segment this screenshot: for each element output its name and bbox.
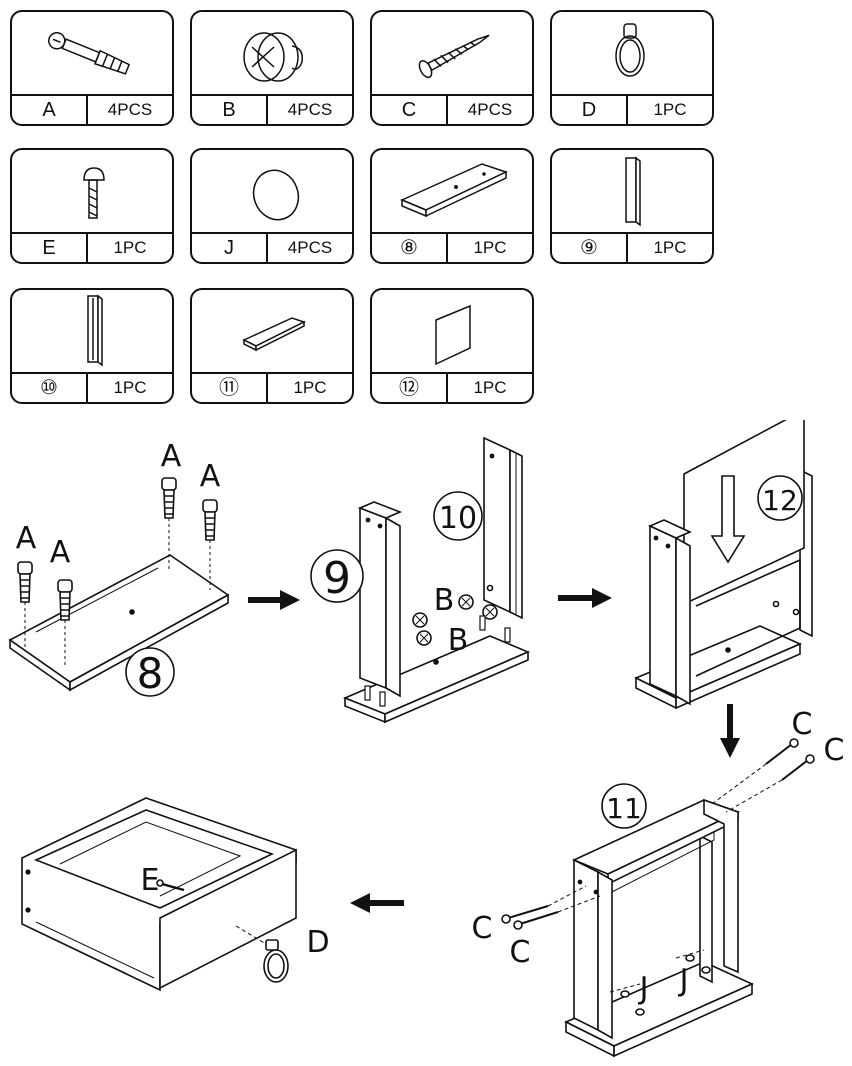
wood-screw xyxy=(781,754,815,781)
step4-callout-j: J xyxy=(678,963,689,998)
wood-screw xyxy=(513,911,559,930)
part-letter: B xyxy=(192,96,268,124)
part-card-e: E 1PC xyxy=(10,148,174,264)
part-letter: ⑫ xyxy=(372,374,448,402)
part-qty: 1PC xyxy=(653,100,687,119)
back-panel-icon xyxy=(435,304,471,366)
step5-callout-d: D xyxy=(306,925,329,960)
step3-panel-number: 12 xyxy=(762,484,798,517)
knob-screw xyxy=(156,879,185,892)
part-qty: 1PC xyxy=(653,238,687,257)
cam-dowel xyxy=(202,499,218,541)
felt-pad xyxy=(620,990,630,998)
arrow-right-icon xyxy=(248,590,300,610)
step1-callout-a: A xyxy=(50,535,71,570)
part-letter: ⑩ xyxy=(12,374,88,402)
part-qty: 1PC xyxy=(473,238,507,257)
part-qty: 4PCS xyxy=(287,100,333,119)
part-card-a: A 4PCS xyxy=(10,10,174,126)
side-panel-9 xyxy=(357,501,403,698)
ring-pull-icon xyxy=(615,23,645,77)
part-qty: 1PC xyxy=(293,378,327,397)
wood-screw-icon xyxy=(418,34,490,79)
part-card-b: B 4PCS xyxy=(190,10,354,126)
part-letter: E xyxy=(12,234,88,262)
step-3 xyxy=(634,420,813,710)
part-qty: 4PCS xyxy=(107,100,153,119)
step-1 xyxy=(8,477,230,697)
part-letter: J xyxy=(192,234,268,262)
part-card-8: ⑧ 1PC xyxy=(370,148,534,264)
step4-board-number: 11 xyxy=(606,792,642,825)
step4-callout-c: C xyxy=(472,911,493,946)
cam-dowel xyxy=(57,579,73,621)
side-panel-grooved-icon xyxy=(87,294,103,367)
cam-lock-icon xyxy=(243,32,304,82)
side-panel-10 xyxy=(483,436,523,620)
bottom-board-icon xyxy=(400,163,509,218)
side-panel xyxy=(648,519,692,706)
ring-pull xyxy=(263,939,289,983)
part-qty: 1PC xyxy=(473,378,507,397)
part-letter: ⑨ xyxy=(552,234,628,262)
arrow-down-icon xyxy=(720,704,740,758)
step-5 xyxy=(21,797,297,992)
wood-screw xyxy=(765,738,799,765)
step-4 xyxy=(501,738,815,1058)
step2-callout-b: B xyxy=(448,623,469,658)
assembly-steps: 8 A A A A xyxy=(8,420,845,1058)
cam-lock xyxy=(412,612,428,628)
arrow-right-icon xyxy=(558,588,612,608)
part-letter: A xyxy=(12,96,88,124)
part-card-10: ⑩ 1PC xyxy=(10,288,174,404)
knob-screw-icon xyxy=(83,167,105,219)
step4-callout-j: J xyxy=(638,971,649,1006)
part-card-d: D 1PC xyxy=(550,10,714,126)
cam-dowel-icon xyxy=(48,32,131,75)
step4-callout-c: C xyxy=(824,733,845,768)
step5-callout-e: E xyxy=(141,863,160,898)
side-panel-icon xyxy=(625,156,641,227)
step-2 xyxy=(310,436,531,724)
cam-dowel xyxy=(161,477,177,519)
part-card-11: ⑪ 1PC xyxy=(190,288,354,404)
felt-pad-icon xyxy=(252,169,300,221)
felt-pad xyxy=(685,954,695,962)
part-letter: D xyxy=(552,96,628,124)
step1-callout-a: A xyxy=(161,439,182,474)
step1-callout-a: A xyxy=(200,459,221,494)
part-qty: 4PCS xyxy=(467,100,513,119)
part-card-9: ⑨ 1PC xyxy=(550,148,714,264)
side-panel xyxy=(573,798,739,1040)
step1-board-number: 8 xyxy=(137,649,164,698)
step4-callout-c: C xyxy=(510,935,531,970)
step2-panel-number: 9 xyxy=(323,553,351,604)
drawer-front xyxy=(159,848,297,990)
cam-dowel xyxy=(17,561,33,603)
slide-down-arrow-icon xyxy=(710,475,746,564)
part-qty: 4PCS xyxy=(287,238,333,257)
part-card-c: C 4PCS xyxy=(370,10,534,126)
step2-callout-b: B xyxy=(434,583,455,618)
part-qty: 1PC xyxy=(113,378,147,397)
felt-pad xyxy=(701,966,711,974)
part-letter: ⑧ xyxy=(372,234,448,262)
felt-pad xyxy=(635,1008,645,1016)
step2-panel-number: 10 xyxy=(439,501,477,536)
part-letter: C xyxy=(372,96,448,124)
part-card-12: ⑫ 1PC xyxy=(370,288,534,404)
top-board-icon xyxy=(242,317,306,352)
part-card-j: J 4PCS xyxy=(190,148,354,264)
wood-screw xyxy=(501,905,549,924)
arrow-left-icon xyxy=(350,893,404,913)
cam-lock xyxy=(416,630,432,646)
step4-callout-c: C xyxy=(792,707,813,742)
step1-callout-a: A xyxy=(16,521,37,556)
part-letter: ⑪ xyxy=(192,374,268,402)
cam-lock xyxy=(482,604,498,620)
part-qty: 1PC xyxy=(113,238,147,257)
cam-lock xyxy=(458,594,474,610)
